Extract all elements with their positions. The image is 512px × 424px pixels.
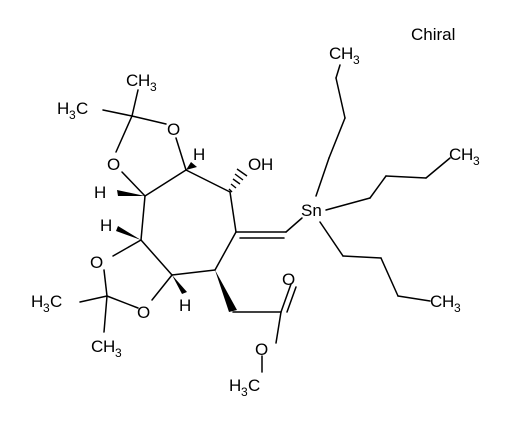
- chirality-label: Chiral: [411, 25, 455, 44]
- svg-text:3: 3: [69, 108, 76, 122]
- svg-text:C: C: [126, 71, 138, 90]
- wedge-h-upper-right: [186, 162, 197, 170]
- svg-text:H: H: [138, 71, 150, 90]
- svg-text:C: C: [449, 145, 461, 164]
- bond-bu2-4: [425, 157, 451, 179]
- bond-vinyl-sn: [285, 217, 303, 233]
- methyl-label-3: H 3 C: [31, 292, 62, 315]
- bond-bu3-1: [319, 221, 344, 257]
- bond-lower-o-c: [151, 274, 173, 301]
- bond-bu3-4: [397, 295, 431, 302]
- hydrogen-lower-left: H: [100, 216, 112, 235]
- bond-ring-3: [214, 231, 237, 271]
- bond-bu2-1: [325, 197, 371, 211]
- svg-text:3: 3: [115, 346, 122, 360]
- wedge-h-upper-left: [117, 190, 145, 196]
- bond-bu1-1: [315, 157, 330, 197]
- oxygen-atom-ester: O: [255, 340, 268, 359]
- svg-text:3: 3: [150, 80, 157, 94]
- bond-bu2-2: [369, 175, 387, 199]
- svg-text:3: 3: [353, 53, 360, 67]
- bond-lower-me-left: [79, 295, 108, 303]
- methyl-label-2: C H 3: [126, 71, 157, 94]
- svg-text:H: H: [442, 292, 454, 311]
- tin-atom: Sn: [301, 201, 322, 220]
- bond-upper-me-left: [102, 109, 133, 117]
- svg-text:H: H: [341, 44, 353, 63]
- svg-text:3: 3: [454, 301, 461, 315]
- bond-lower-o-cme2: [103, 269, 108, 297]
- svg-text:3: 3: [473, 154, 480, 168]
- hydroxyl-oxygen: O: [248, 155, 261, 174]
- svg-text:C: C: [76, 99, 88, 118]
- bond-lower-cme2-o: [106, 295, 139, 309]
- wedge-ch2: [215, 270, 237, 312]
- bond-upper-c-o: [175, 137, 187, 171]
- butyl-methyl-label-2: C H 3: [449, 145, 480, 168]
- svg-text:C: C: [248, 376, 260, 395]
- methyl-label-5: H 3 C: [229, 376, 260, 399]
- svg-text:3: 3: [43, 301, 50, 315]
- bond-bu2-3: [385, 175, 427, 179]
- methyl-label-1: H 3 C: [57, 99, 88, 122]
- bond-bu1-2: [328, 117, 346, 159]
- hydrogen-lower-right: H: [179, 296, 191, 315]
- hydrogen-upper-right: H: [193, 145, 205, 164]
- bond-ring-6: [140, 195, 146, 241]
- svg-text:C: C: [329, 44, 341, 63]
- oxygen-atom-2: O: [107, 155, 120, 174]
- bond-ring-2: [229, 191, 237, 233]
- bond-c-o-ester: [275, 311, 282, 344]
- svg-text:H: H: [229, 376, 241, 395]
- svg-text:H: H: [461, 145, 473, 164]
- bond-bu1-4: [335, 64, 341, 79]
- bond-co-double-b: [286, 286, 297, 313]
- wedge-h-lower-left: [116, 226, 141, 240]
- bond-bu1-3: [335, 77, 346, 119]
- bond-upper-o-cme2: [131, 115, 167, 125]
- bond-bu3-3: [380, 257, 399, 297]
- oxygen-atom-carbonyl: O: [282, 270, 295, 289]
- oxygen-atom-3: O: [90, 253, 103, 272]
- wedge-h-lower-right: [172, 275, 187, 294]
- bond-lower-c-o: [112, 239, 142, 257]
- bond-ring-7: [144, 169, 187, 197]
- stereo-bonds: [116, 162, 248, 312]
- bond-bu3-2: [342, 255, 382, 259]
- svg-text:H: H: [57, 99, 69, 118]
- svg-text:C: C: [430, 292, 442, 311]
- svg-text:3: 3: [241, 385, 248, 399]
- svg-text:H: H: [31, 292, 43, 311]
- butyl-methyl-label-3: C H 3: [430, 292, 461, 315]
- bonds: [79, 64, 451, 373]
- hash-oh: [228, 168, 248, 193]
- oxygen-atom-1: O: [167, 120, 180, 139]
- bond-ring-4: [171, 269, 216, 276]
- butyl-methyl-label-1: C H 3: [329, 44, 360, 67]
- bond-upper-o-c: [121, 171, 146, 197]
- bond-upper-me-top: [131, 89, 139, 117]
- bond-ring-1: [185, 169, 231, 193]
- bond-ring-5: [140, 239, 173, 276]
- bond-upper-cme2-o: [115, 115, 133, 153]
- methyl-label-4: C H 3: [91, 337, 122, 360]
- hydrogen-upper-left: H: [94, 183, 106, 202]
- bond-lower-me-bottom: [103, 295, 108, 333]
- oxygen-atom-4: O: [137, 303, 150, 322]
- atom-labels: O O O O O O O H H H H H Sn H 3 C C H 3 H…: [31, 44, 480, 399]
- hydroxyl-hydrogen: H: [261, 155, 273, 174]
- svg-text:H: H: [103, 337, 115, 356]
- svg-text:C: C: [91, 337, 103, 356]
- bond-co-double-a: [280, 283, 292, 313]
- svg-text:C: C: [50, 292, 62, 311]
